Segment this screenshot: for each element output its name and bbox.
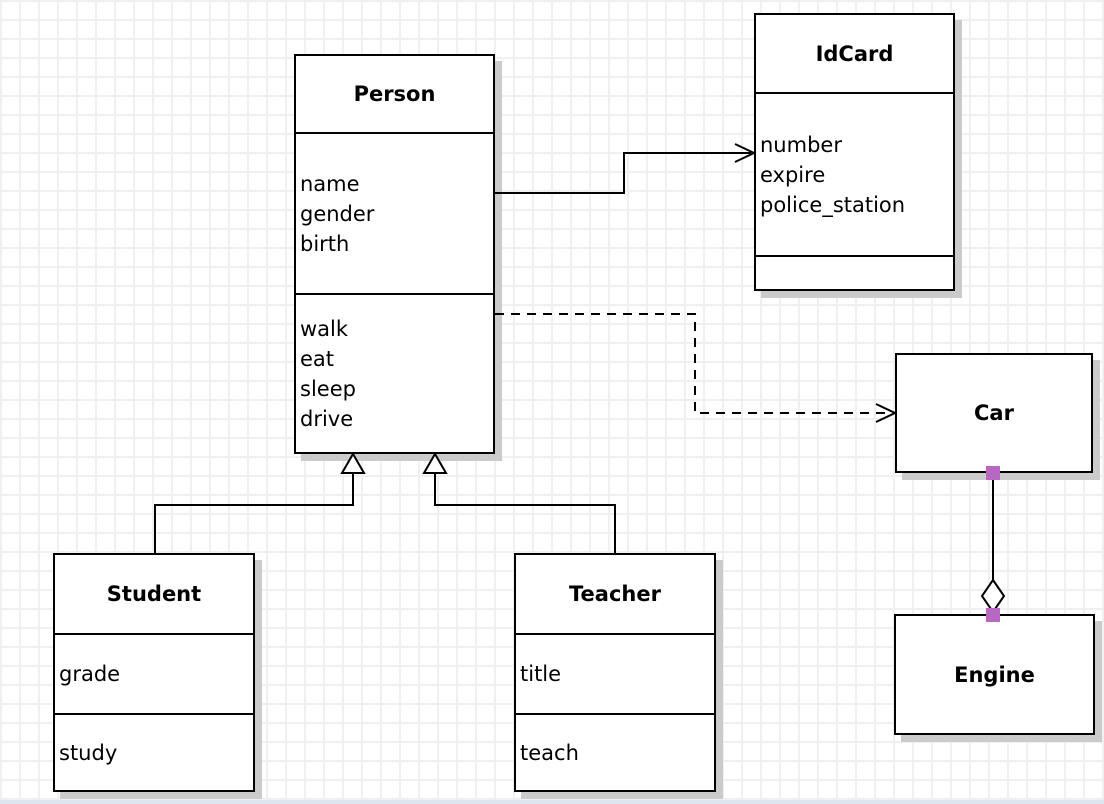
attributes-compartment: grade (55, 635, 253, 715)
generalization-student-person[interactable] (154, 452, 366, 553)
class-car[interactable]: Car (895, 353, 1093, 473)
association-person-idcard[interactable] (495, 143, 757, 194)
class-attribute: police_station (760, 192, 906, 217)
canvas-bottom-edge (0, 800, 1104, 804)
open-arrowhead-icon (734, 143, 757, 163)
class-attribute: expire (760, 162, 826, 187)
class-method: walk (300, 316, 349, 341)
class-attribute: title (520, 662, 562, 686)
attributes-compartment: title (516, 635, 714, 715)
class-attribute: name (300, 171, 360, 196)
class-method: teach (520, 740, 579, 765)
class-person[interactable]: Person name gender birth walk eat sleep … (294, 54, 495, 454)
aggregation-car-engine[interactable] (980, 466, 1006, 622)
class-title: Teacher (516, 555, 714, 635)
attributes-compartment: name gender birth (296, 134, 493, 295)
hollow-triangle-icon (340, 452, 366, 474)
class-method: eat (300, 346, 335, 371)
class-attribute: birth (300, 231, 350, 256)
methods-compartment: study (55, 715, 253, 790)
class-idcard[interactable]: IdCard number expire police_station (754, 13, 955, 291)
class-title: Car (974, 401, 1014, 425)
class-title: Student (55, 555, 253, 635)
methods-compartment (756, 257, 953, 289)
generalization-teacher-person[interactable] (422, 452, 616, 553)
class-student[interactable]: Student grade study (53, 553, 255, 792)
dependency-person-car[interactable] (495, 313, 898, 423)
hollow-triangle-icon (422, 452, 448, 474)
class-method: sleep (300, 376, 356, 401)
class-method: drive (300, 406, 354, 431)
class-attribute: number (760, 132, 842, 157)
class-title: Person (296, 56, 493, 134)
attributes-compartment: number expire police_station (756, 94, 953, 257)
class-attribute: gender (300, 201, 375, 226)
class-engine[interactable]: Engine (894, 614, 1095, 735)
methods-compartment: teach (516, 715, 714, 790)
class-title: Engine (954, 662, 1035, 687)
open-arrowhead-icon (875, 403, 898, 423)
hollow-diamond-icon (980, 578, 1006, 614)
class-method: study (59, 740, 118, 765)
class-title: IdCard (756, 15, 953, 94)
class-attribute: grade (59, 662, 121, 686)
class-teacher[interactable]: Teacher title teach (514, 553, 716, 792)
methods-compartment: walk eat sleep drive (296, 295, 493, 452)
